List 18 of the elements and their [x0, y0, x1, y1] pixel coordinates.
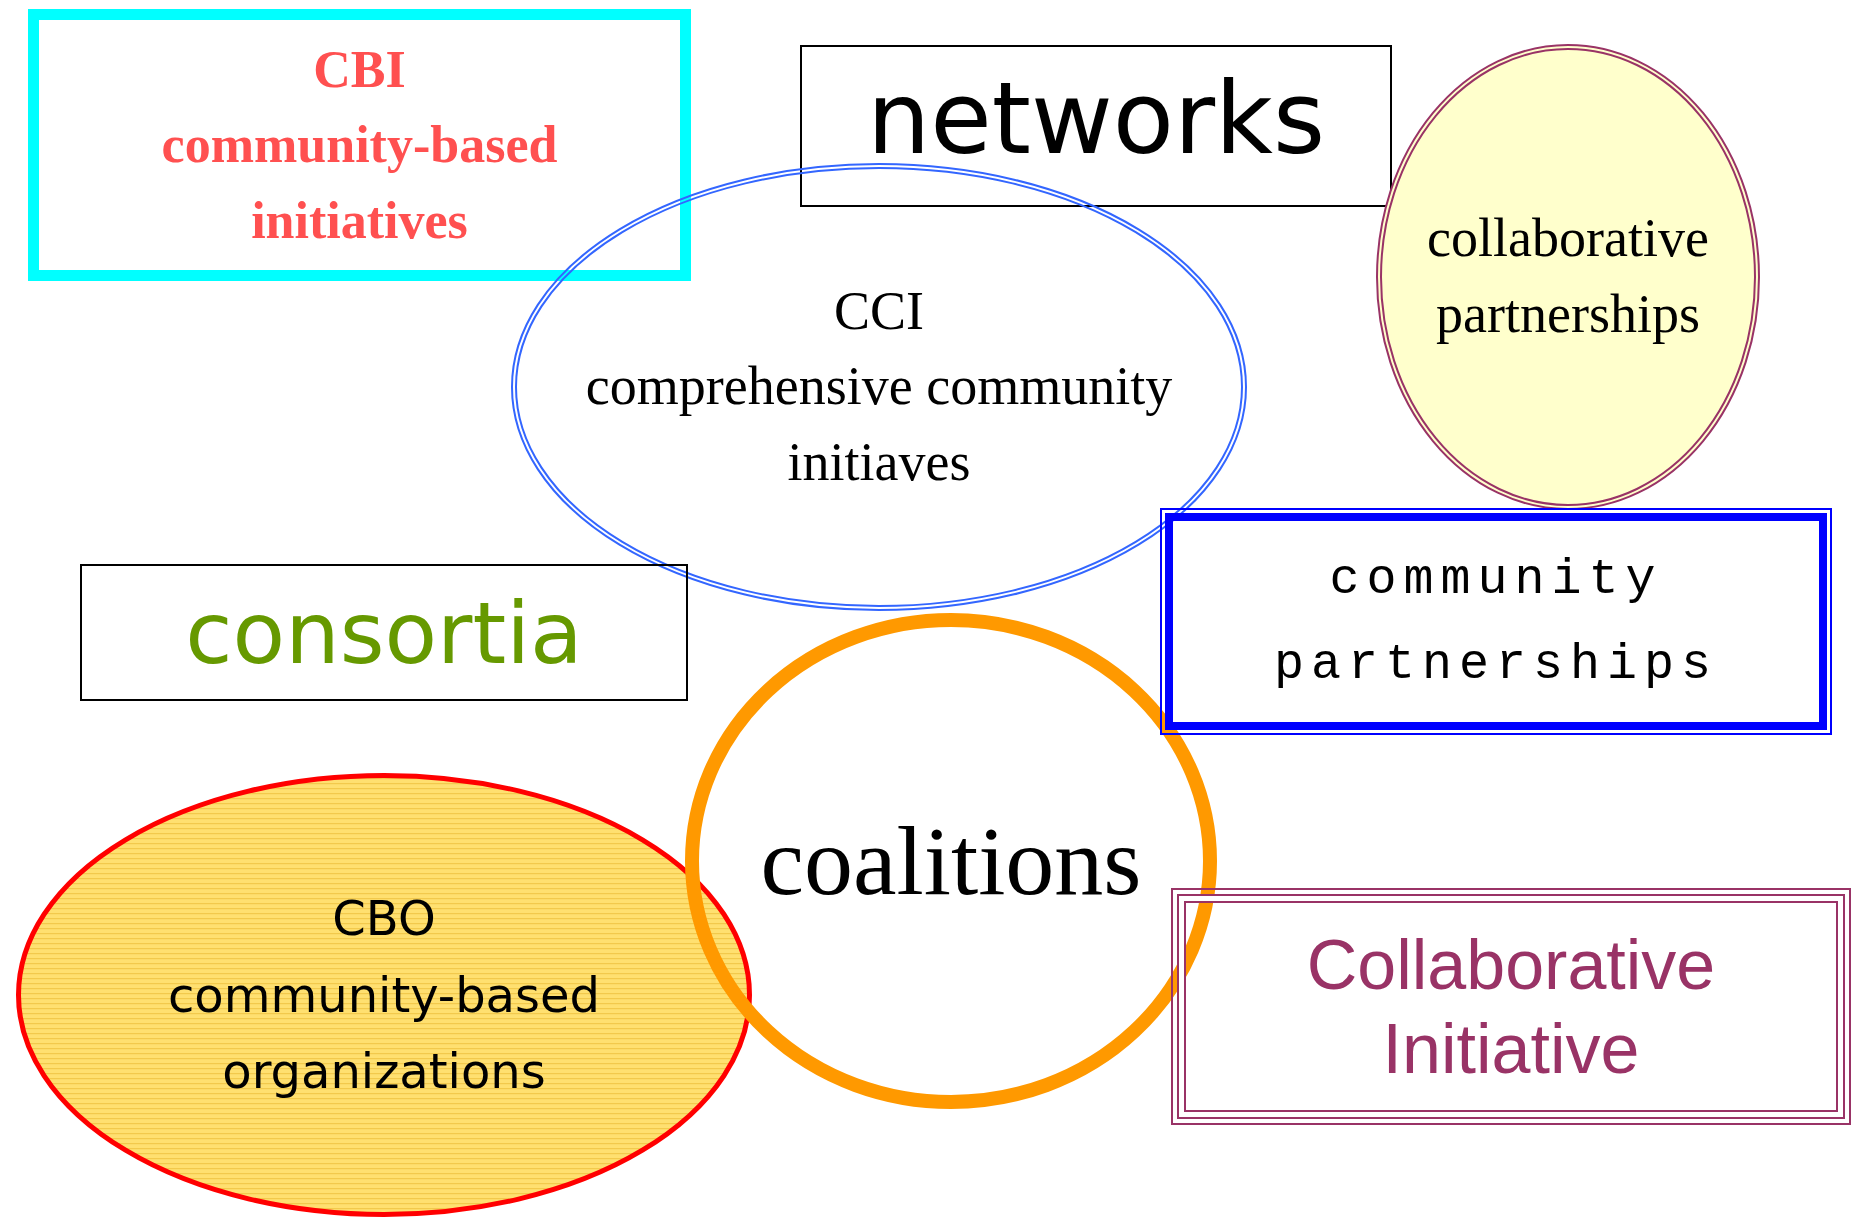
node-label: community partnerships	[1272, 549, 1720, 695]
rectangle-node	[80, 564, 688, 701]
node-label: community-based initiatives	[160, 115, 559, 251]
node-label: collaborative partnerships	[1426, 207, 1710, 346]
node-label: community-based organizations	[166, 965, 601, 1102]
circle-node	[685, 613, 1217, 1109]
node-label: coalitions	[760, 812, 1142, 910]
rectangle-node	[28, 9, 691, 281]
node-label: networks	[866, 69, 1326, 169]
node-label: comprehensive community initiaves	[584, 355, 1174, 494]
node-label: CBO	[332, 888, 436, 948]
node-label: consortia	[185, 589, 583, 676]
node-label: CCI	[834, 279, 924, 343]
rectangle-node	[800, 45, 1392, 207]
ellipse-node	[1376, 44, 1760, 510]
node-label: Collaborative Initiative	[1305, 924, 1717, 1090]
ellipse-node	[16, 773, 752, 1217]
node-label: CBI	[313, 39, 406, 100]
